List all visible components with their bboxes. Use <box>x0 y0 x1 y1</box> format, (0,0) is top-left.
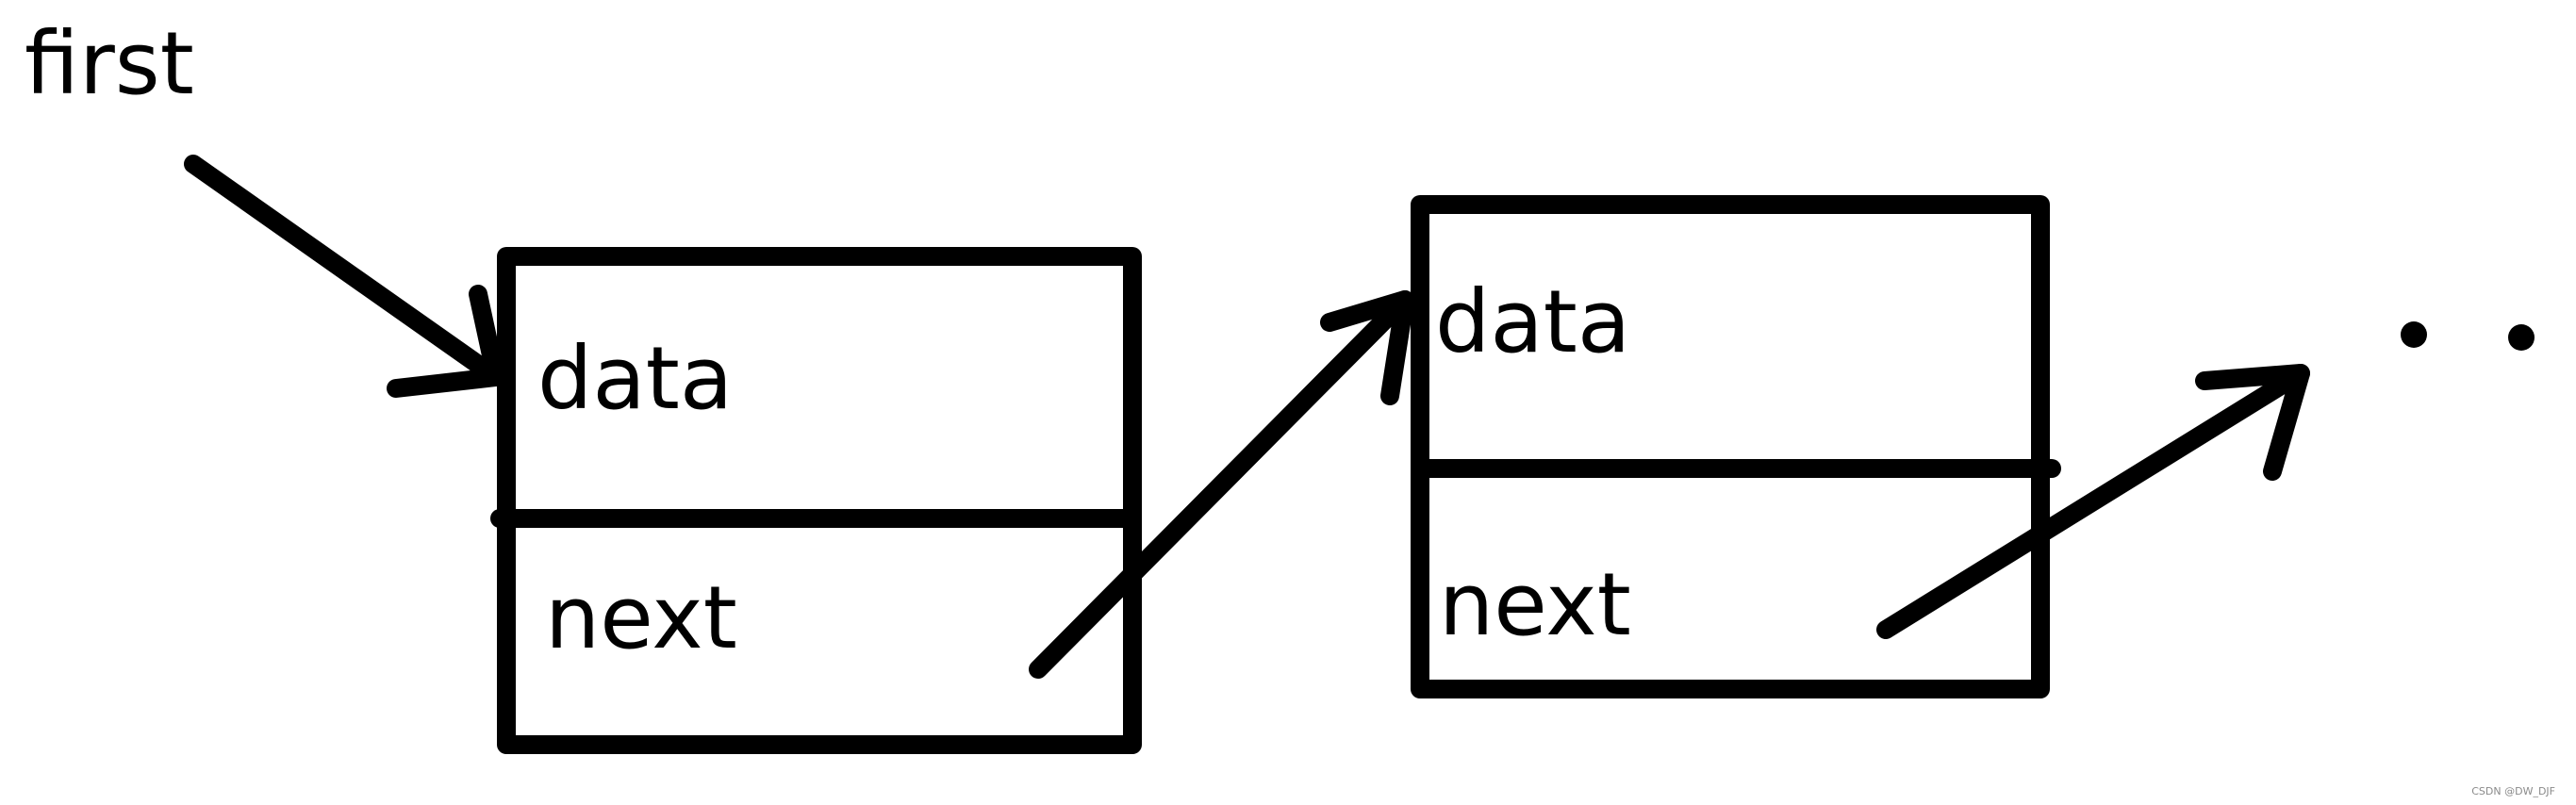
node-1-box <box>497 247 1142 754</box>
first-pointer-label: first <box>25 13 194 114</box>
first-pointer-arrowhead <box>387 285 505 398</box>
node-2-box <box>1411 195 2050 698</box>
node-2-next-label: next <box>1439 554 1631 655</box>
continuation-dots <box>2401 321 2535 351</box>
watermark: CSDN @DW_DJF <box>2471 785 2555 797</box>
node-1-next-arrowhead <box>1320 290 1414 405</box>
node-1-next-arrow-shaft <box>1029 290 1414 679</box>
continuation-dot <box>2508 324 2535 351</box>
first-pointer-arrow-shaft <box>184 155 505 386</box>
node-2-next-arrow-shaft <box>1876 364 2310 639</box>
continuation-dot <box>2401 321 2427 348</box>
node-1-data-label: data <box>537 328 734 429</box>
node-2-data-label: data <box>1435 271 1631 372</box>
node-1-next-label: next <box>545 567 737 668</box>
node-2-next-arrowhead <box>2195 364 2310 481</box>
